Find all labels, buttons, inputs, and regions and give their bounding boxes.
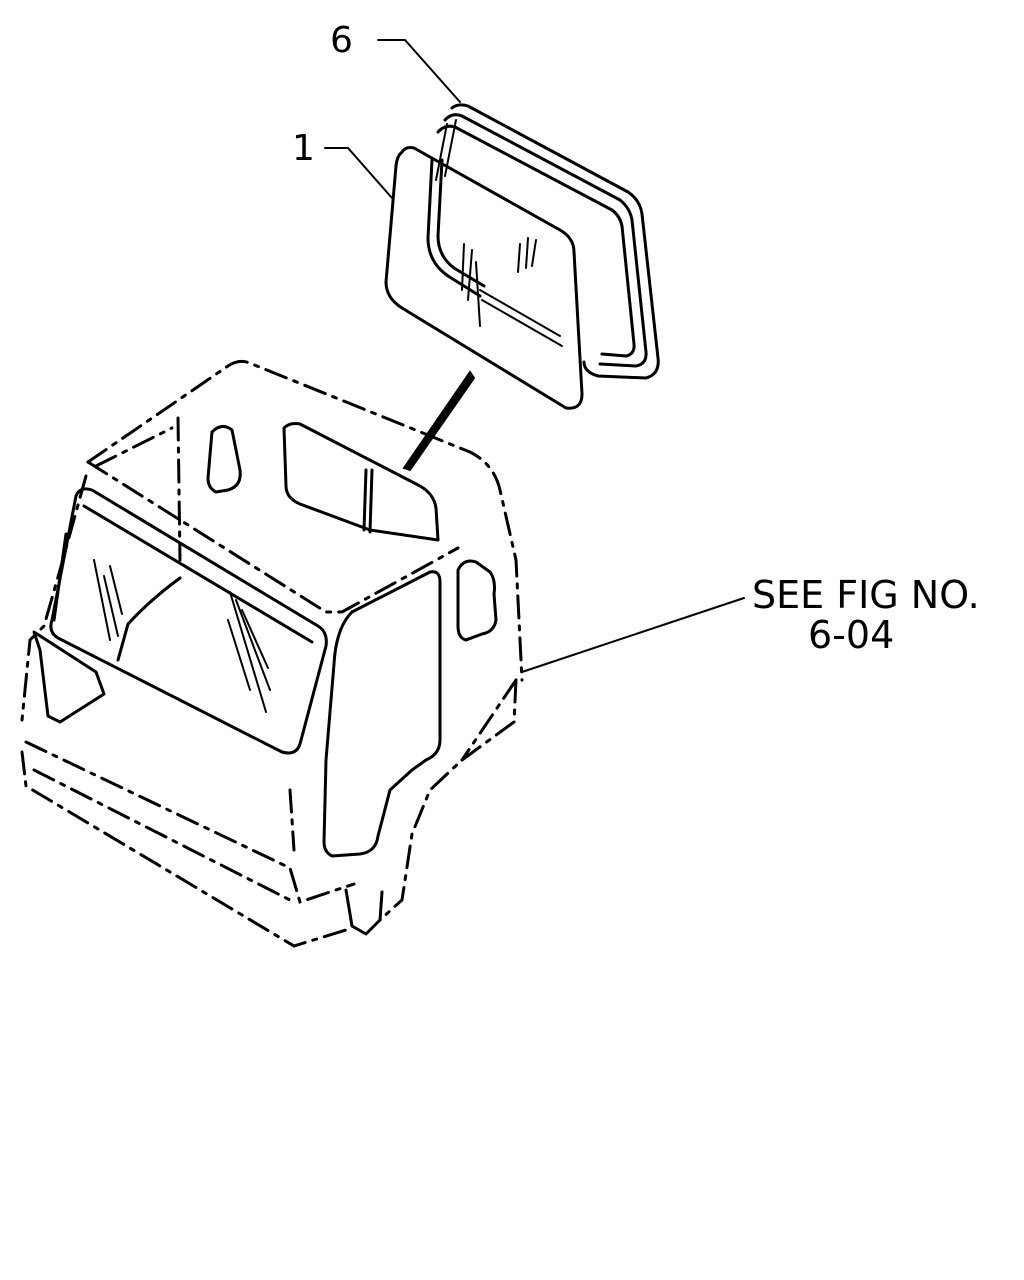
callout-6-label: 6: [330, 20, 353, 61]
reference-leader: [521, 597, 745, 673]
cab-windows: [32, 422, 498, 936]
callout-1-leader: [324, 147, 393, 199]
window-glass-part-1: [384, 146, 584, 410]
callout-1-label: 1: [292, 128, 315, 169]
cab-body: [20, 359, 524, 948]
window-seal-part-6: [426, 103, 660, 380]
reference-line-1: SEE FIG NO.: [752, 573, 980, 617]
assembly-leader: [402, 370, 476, 472]
callout-6-leader: [377, 39, 461, 103]
reference-line-2: 6-04: [808, 613, 894, 657]
